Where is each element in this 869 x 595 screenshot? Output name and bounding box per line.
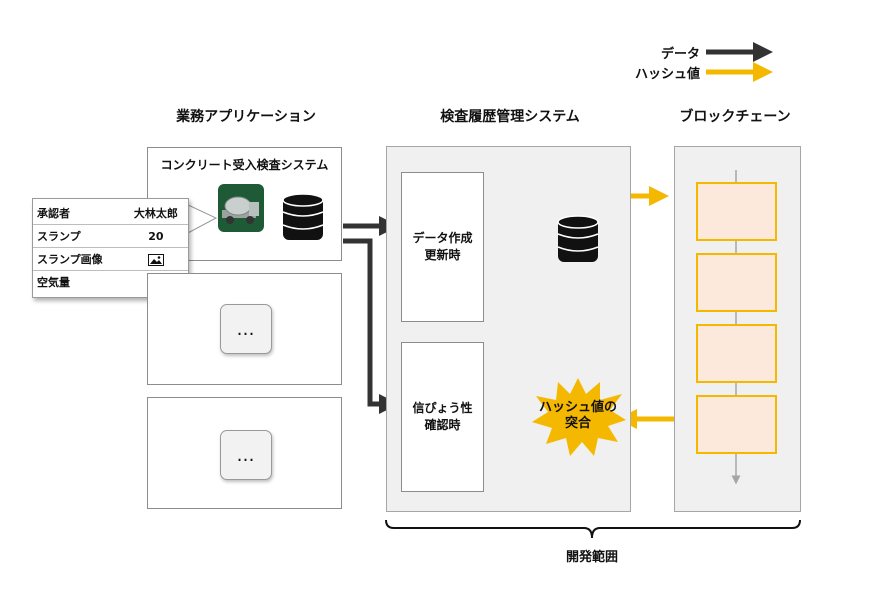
arrow-app-to-verify xyxy=(343,238,399,414)
on-create-update-box: データ作成 更新時 xyxy=(401,172,484,322)
table-row: スランプ画像 xyxy=(33,247,188,271)
burst-label: ハッシュ値の 突合 xyxy=(538,400,617,432)
more-button[interactable]: … xyxy=(220,430,272,480)
database-icon xyxy=(556,214,600,266)
app-title: コンクリート受入検査システム xyxy=(160,158,329,172)
ellipsis-label: … xyxy=(236,318,256,340)
record-key: スランプ xyxy=(33,224,124,248)
block xyxy=(696,182,777,241)
concrete-truck-icon xyxy=(218,184,264,232)
more-button[interactable]: … xyxy=(220,304,272,354)
image-icon xyxy=(147,253,164,266)
block xyxy=(696,395,777,454)
record-value: 大林太郎 xyxy=(123,202,188,225)
scope-brace xyxy=(385,519,801,539)
column-title-blockchain: ブロックチェーン xyxy=(679,109,791,125)
record-key: スランプ画像 xyxy=(33,247,124,271)
ellipsis-label: … xyxy=(236,444,256,466)
development-scope-label: 開発範囲 xyxy=(565,550,618,565)
table-row: スランプ 20 xyxy=(33,224,188,248)
hash-verification-burst: ハッシュ値の 突合 xyxy=(528,376,628,458)
app-placeholder: … xyxy=(147,273,342,385)
column-title-business-apps: 業務アプリケーション xyxy=(176,109,316,125)
record-key: 承認者 xyxy=(33,202,124,225)
database-icon xyxy=(281,192,325,244)
legend-data-label: データ xyxy=(660,47,700,62)
record-key: 空気量 xyxy=(37,276,70,289)
app-placeholder: … xyxy=(147,397,342,509)
table-row: 承認者 大林太郎 xyxy=(33,202,188,225)
record-table: 承認者 大林太郎 スランプ 20 スランプ画像 空気量 5 xyxy=(33,202,188,293)
record-value: 20 xyxy=(123,224,188,248)
column-title-inspection-system: 検査履歴管理システム xyxy=(440,109,580,125)
legend-hash-label: ハッシュ値 xyxy=(634,67,700,82)
block xyxy=(696,253,777,312)
block xyxy=(696,324,777,383)
on-authenticity-check-box: 信ぴょう性 確認時 xyxy=(401,342,484,492)
